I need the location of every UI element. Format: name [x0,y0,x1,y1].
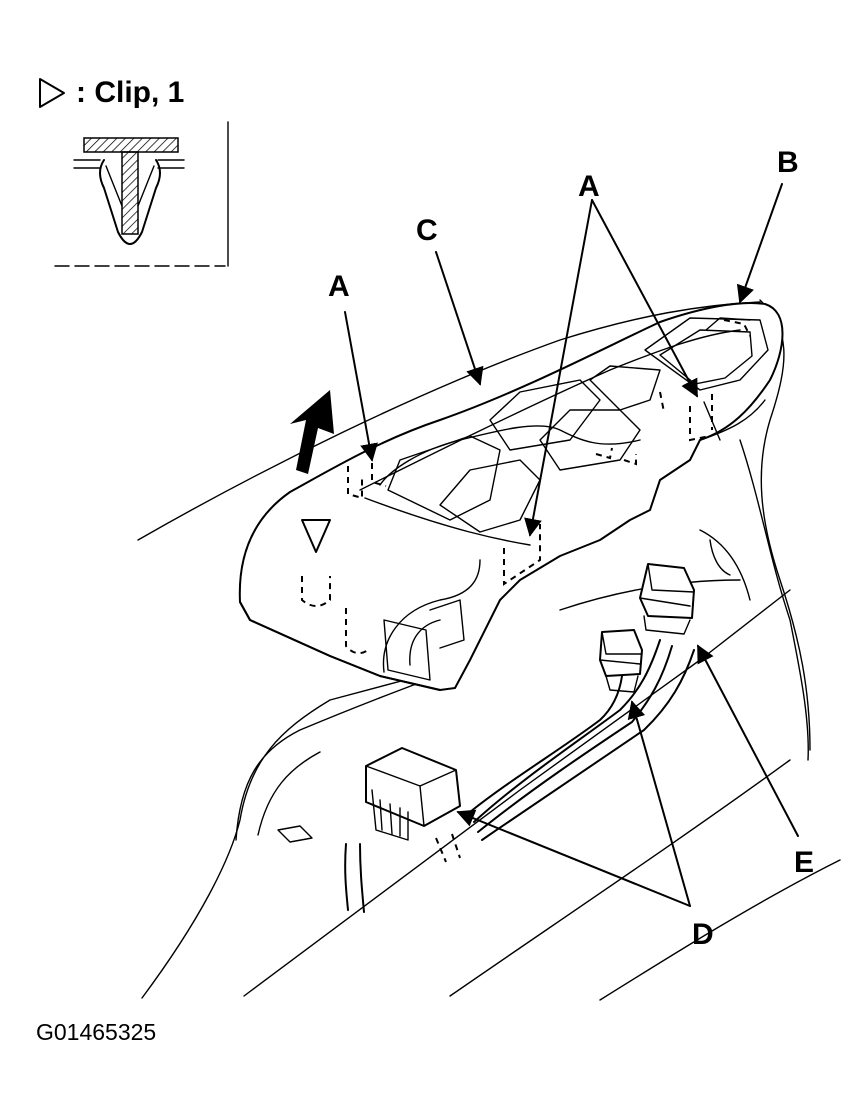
callout-c: C [416,214,438,247]
door-trim-outline [137,299,841,1001]
leader-lines [344,183,799,907]
legend-label: : Clip, 1 [76,76,185,109]
wire-harness [344,639,695,913]
callout-a-left: A [328,270,350,303]
clip-triangle-icon [39,78,65,108]
removal-direction-arrow [290,390,334,474]
connector-d-small [599,629,643,693]
callout-d: D [692,918,714,951]
callout-e: E [794,846,815,879]
connector-d-large [277,747,461,843]
connector-e [639,563,695,635]
callout-b: B [777,146,799,179]
callout-a-right: A [578,170,600,203]
clip-detail-inset [54,121,229,267]
figure-id: G01465325 [36,1019,157,1045]
switch-panel [238,301,784,691]
